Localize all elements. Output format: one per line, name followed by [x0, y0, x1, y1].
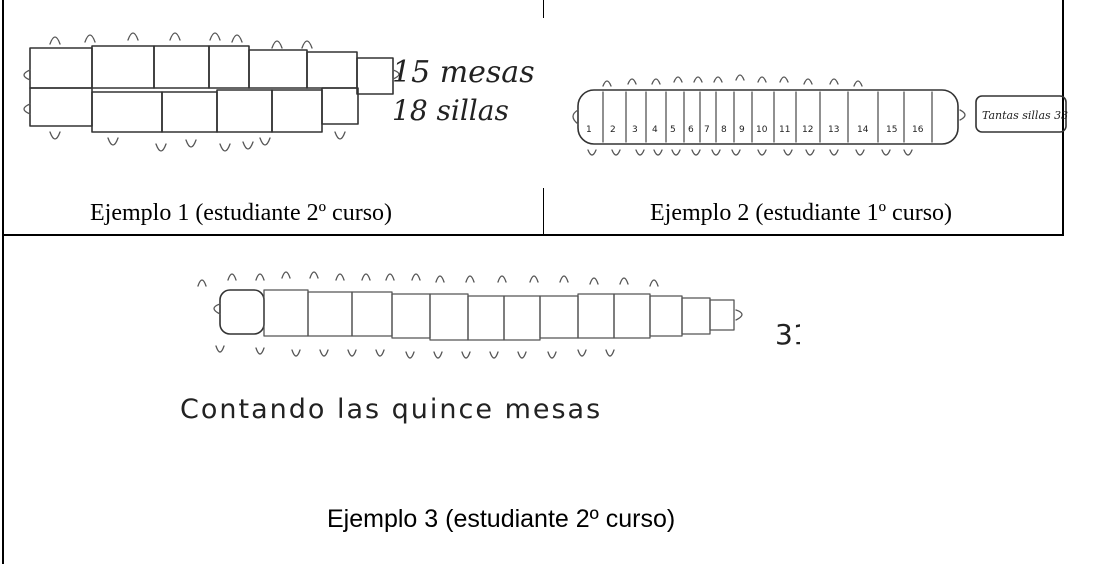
example-1-annotation-line1: 15 mesas [392, 55, 535, 90]
table-number: 2 [610, 125, 616, 135]
table-number: 6 [688, 125, 694, 135]
table-number: 11 [779, 125, 790, 135]
table-dividers [602, 91, 933, 143]
example-1-annotation-line2: 18 sillas [392, 94, 509, 127]
table-number: 1 [586, 125, 592, 135]
column-divider-top [543, 0, 544, 18]
table-number: 9 [739, 125, 745, 135]
table-number: 12 [802, 125, 813, 135]
table-number: 14 [857, 125, 869, 135]
table-number: 3 [632, 125, 638, 135]
example-3-caption: Ejemplo 3 (estudiante 2º curso) [327, 505, 676, 533]
row-divider [2, 234, 1064, 236]
border-left [2, 0, 4, 564]
column-divider-bottom [543, 188, 544, 235]
border-right-top [1062, 0, 1064, 235]
example-2-caption: Ejemplo 2 (estudiante 1º curso) [650, 200, 953, 226]
table-number: 13 [828, 125, 839, 135]
table-number: 4 [652, 125, 658, 135]
table-number: 16 [912, 125, 924, 135]
example-2-drawing: 1 2 3 4 5 6 7 8 9 10 11 12 13 14 15 16 [572, 74, 1068, 156]
table-number: 15 [886, 125, 897, 135]
table-number: 8 [721, 125, 727, 135]
example-3-annotation-line1: 31 sillas [775, 318, 800, 351]
example-1-drawing: 15 mesas 18 sillas [23, 32, 535, 152]
example-3-annotation-line2: Contando las quince mesas [180, 394, 602, 425]
table-number: 5 [670, 125, 676, 135]
table-number: 10 [756, 125, 768, 135]
example-1-caption: Ejemplo 1 (estudiante 2º curso) [90, 200, 393, 226]
example-3-drawing: 31 sillas Contando las quince mesas [180, 271, 800, 425]
table-number: 7 [704, 125, 710, 135]
example-2-annotation: Tantas sillas 33 [982, 109, 1068, 122]
